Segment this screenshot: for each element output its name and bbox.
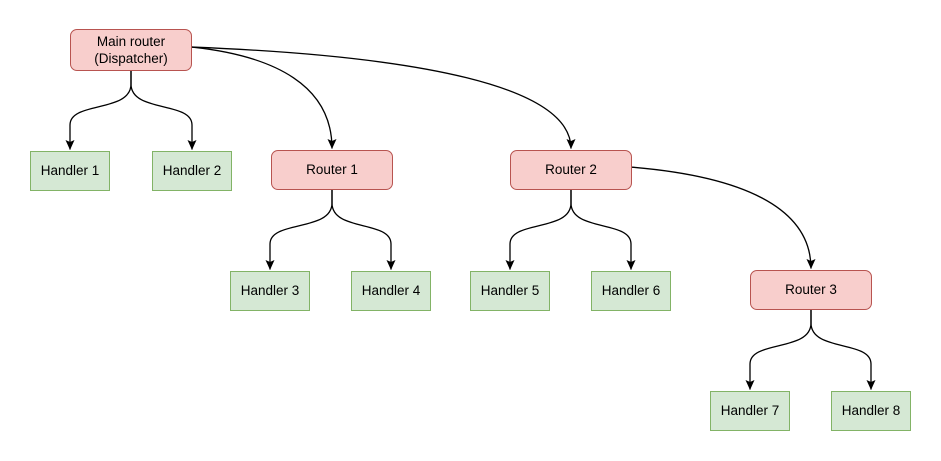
node-router-1: Router 1 [271,150,393,190]
edge-router-1-to-handler-4 [331,190,396,270]
node-router-3: Router 3 [750,270,872,310]
node-handler-4: Handler 4 [351,271,431,311]
node-label: Handler 1 [40,163,100,179]
edge-main-router-to-handler-2 [130,71,197,150]
node-main-router: Main router (Dispatcher) [70,29,192,71]
node-handler-6: Handler 6 [591,271,671,311]
node-handler-1: Handler 1 [30,151,110,191]
node-label: Router 3 [785,282,837,298]
node-handler-8: Handler 8 [831,391,911,431]
edge-router-2-to-handler-5 [505,190,572,270]
node-handler-5: Handler 5 [470,271,550,311]
node-label: Handler 2 [162,163,222,179]
node-label: Router 1 [306,162,358,178]
node-label: Router 2 [545,162,597,178]
edge-router-2-to-router-3 [631,166,816,269]
node-label: Handler 7 [720,403,780,419]
edge-main-router-to-router-1 [191,46,337,149]
node-label: Handler 8 [841,403,901,419]
edge-main-router-to-router-2 [191,46,576,149]
edge-router-1-to-handler-3 [265,190,333,270]
node-label: Handler 4 [361,283,421,299]
node-label: Main router (Dispatcher) [94,33,168,66]
edge-main-router-to-handler-1 [65,71,132,150]
node-label: Handler 3 [240,283,300,299]
node-handler-3: Handler 3 [230,271,310,311]
node-handler-2: Handler 2 [152,151,232,191]
node-router-2: Router 2 [510,150,632,190]
node-label: Handler 5 [480,283,540,299]
node-handler-7: Handler 7 [710,391,790,431]
edge-router-2-to-handler-6 [570,190,636,270]
edge-router-3-to-handler-8 [810,310,876,390]
node-label: Handler 6 [601,283,661,299]
edge-router-3-to-handler-7 [745,310,812,390]
